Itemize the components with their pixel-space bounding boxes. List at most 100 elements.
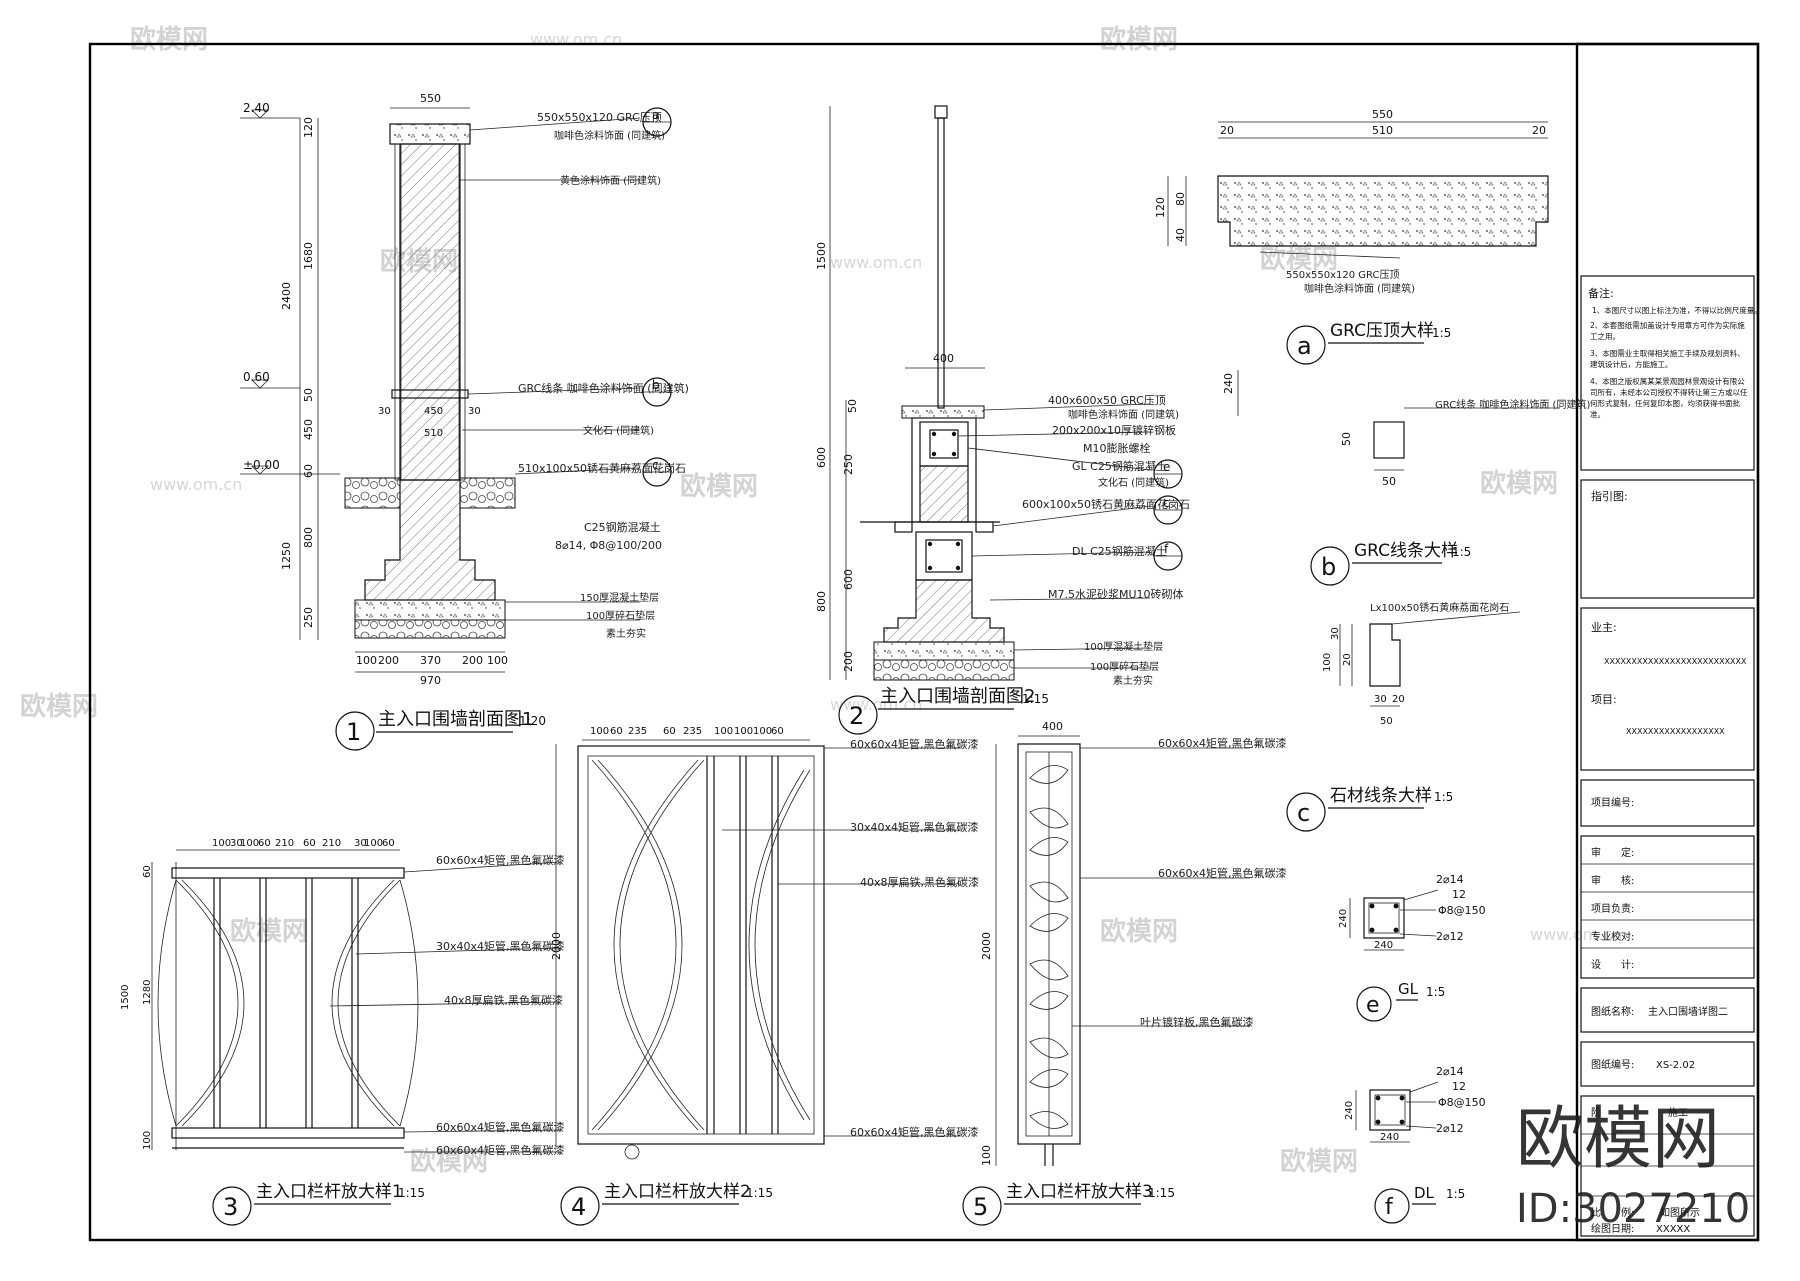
dim-label: 450 [424,406,443,417]
dim-label: 30 [468,406,481,417]
dim-label: 800 [815,591,828,612]
grc-cap [389,123,471,145]
gravel-bed [354,619,506,639]
steel-plate [929,429,959,459]
dim-label: 100 [212,838,231,849]
svg-text:b: b [652,378,660,392]
dim-label: 50 [846,399,859,413]
drawing-title: 2 主入口围墙剖面图2 1:15 [838,686,1049,735]
dim-label: 30 [354,838,367,849]
callout-label: 600x100x50锈石黄麻荔面花岗石 [1022,497,1190,511]
dim-label: 550 [1372,108,1393,121]
watermark-brand: 欧模网 [410,1146,488,1177]
dim-label: 240 [1338,909,1349,928]
callout-label: 2⌀12 [1436,1122,1464,1135]
dim-label: 100 [240,838,259,849]
drawing-title: 1 主入口围墙剖面图1 1:20 [335,709,546,751]
callout-label: 咖啡色涂料饰面 (同建筑) [1304,282,1415,295]
svg-text:DL: DL [1414,1184,1435,1202]
beam-section [1369,1089,1411,1131]
dim-label: 50 [1340,432,1353,446]
watermark: www.om.cn [150,475,242,494]
notes-body: 2、本套图纸需加盖设计专用章方可作为实际施工之用。 3、本图需业主取得相关施工手… [1590,321,1748,419]
tag-e: e [1153,459,1183,489]
project-no-panel [1580,779,1755,827]
dim-label: 240 [1222,373,1235,394]
owner-panel [1580,607,1755,771]
dim-label: 2400 [280,282,293,310]
dim-label: 510 [424,428,443,439]
callout-label: M7.5水泥砂浆MU10砖砌体 [1048,587,1184,601]
gate-inner-frame [587,755,815,1135]
svg-text:c: c [1297,799,1310,827]
callout-label: 素土夯实 [1113,674,1153,687]
callout-label: 8⌀14, Φ8@100/200 [555,539,662,552]
callout-label: 素土夯实 [606,627,646,640]
detail-e-gl-section: 240 240 2⌀14 12 Φ8@150 2⌀12 e GL 1:5 [1338,873,1486,1022]
owner-value: XXXXXXXXXXXXXXXXXXXXXXXXXX [1604,657,1747,666]
callout-label: 100厚碎石垫层 [586,609,655,622]
drawing-name-value: 主入口围墙详图二 [1648,1005,1728,1018]
svg-text:c: c [1163,496,1170,510]
svg-text:主入口栏杆放大样2: 主入口栏杆放大样2 [604,1182,751,1202]
dim-label: 200 [378,654,399,667]
dim-label: 250 [302,607,315,628]
callout-label: 100厚混凝土垫层 [1084,640,1163,653]
drawing-3-railing-detail: 60 1280 1500 100 100 30 100 60 210 60 21… [120,838,565,1226]
dim-label: 120 [1154,197,1167,218]
project-label: 项目: [1591,693,1617,706]
callout-label: Lx100x50锈石黄麻荔面花岗石 [1370,601,1509,614]
dim-label: 60 [258,838,271,849]
dim-label: 60 [142,865,153,878]
owner-label: 业主: [1591,621,1617,634]
titleblock-frame [1575,42,1760,1242]
project-value: XXXXXXXXXXXXXXXXXX [1626,727,1725,736]
callout-label: GRC线条 咖啡色涂料饰面 (同建筑) [518,381,689,395]
callout-label: 12 [1452,888,1466,901]
note-item: 2、本套图纸需加盖设计专用章方可作为实际施工之用。 [1590,321,1745,341]
svg-text:1: 1 [346,718,361,746]
note-item: 4、本图之版权属某某景观园林景观设计有限公司所有，未经本公司授权不得转让第三方或… [1590,377,1748,419]
stage-value: 施工 [1668,1106,1688,1119]
dim-label: 370 [420,654,441,667]
tag-c: c [1153,495,1183,525]
watermark-url: www.om.cn [150,475,242,494]
detail-title: c 石材线条大样 1:5 [1286,786,1453,832]
dim-label: 800 [302,527,315,548]
tag-b: b [642,377,672,407]
level-label: 2.40 [243,101,270,115]
notes-title: 备注: [1588,286,1614,300]
watermark: 欧模网 [1100,916,1178,947]
pier-brick [919,465,969,523]
watermark-brand: 欧模网 [1480,468,1558,499]
dim-label: 80 [1174,192,1187,206]
callout-label: 2⌀14 [1436,1065,1464,1078]
dim-label: 970 [420,674,441,687]
callout-label: 60x60x4矩管,黑色氟碳漆 [436,1143,565,1157]
svg-text:1:5: 1:5 [1446,1187,1465,1201]
callout-label: 100厚碎石垫层 [1090,660,1159,673]
dim-label: 400 [1042,720,1063,733]
dim-label: 100 [487,654,508,667]
drawing-no-panel [1580,1041,1755,1087]
dim-label: 100 [734,726,753,737]
watermark: 欧模网 [230,916,308,947]
callout-label: M10膨胀螺栓 [1083,441,1151,455]
drawing-title: 5 主入口栏杆放大样3 1:15 [962,1182,1175,1226]
callout-label: 40x8厚扁铁,黑色氟碳漆 [860,875,979,889]
drawing-no-value: XS-2.02 [1656,1060,1695,1071]
detail-f-dl-section: 240 240 2⌀14 12 Φ8@150 2⌀12 f DL 1:5 [1344,1065,1486,1224]
dim-label: 20 [1532,124,1546,137]
dim-label: 60 [771,726,784,737]
level-mark: 0.60 [240,370,300,389]
callout-label: 30x40x4矩管,黑色氟碳漆 [436,939,565,953]
tag-f: f [1153,541,1183,571]
project-no-label: 项目编号: [1591,796,1634,809]
dim-label: 1250 [280,542,293,570]
svg-text:2: 2 [849,702,864,730]
svg-text:主入口围墙剖面图2: 主入口围墙剖面图2 [880,686,1035,707]
dim-label: 240 [1374,940,1393,951]
callout-label: 60x60x4矩管,黑色氟碳漆 [850,1125,979,1139]
dim-label: 2000 [980,932,993,960]
watermark-layer: 欧模网 www.om.cn 欧模网 欧模网 www.om.cn 欧模网 欧模网 … [20,24,1622,1177]
